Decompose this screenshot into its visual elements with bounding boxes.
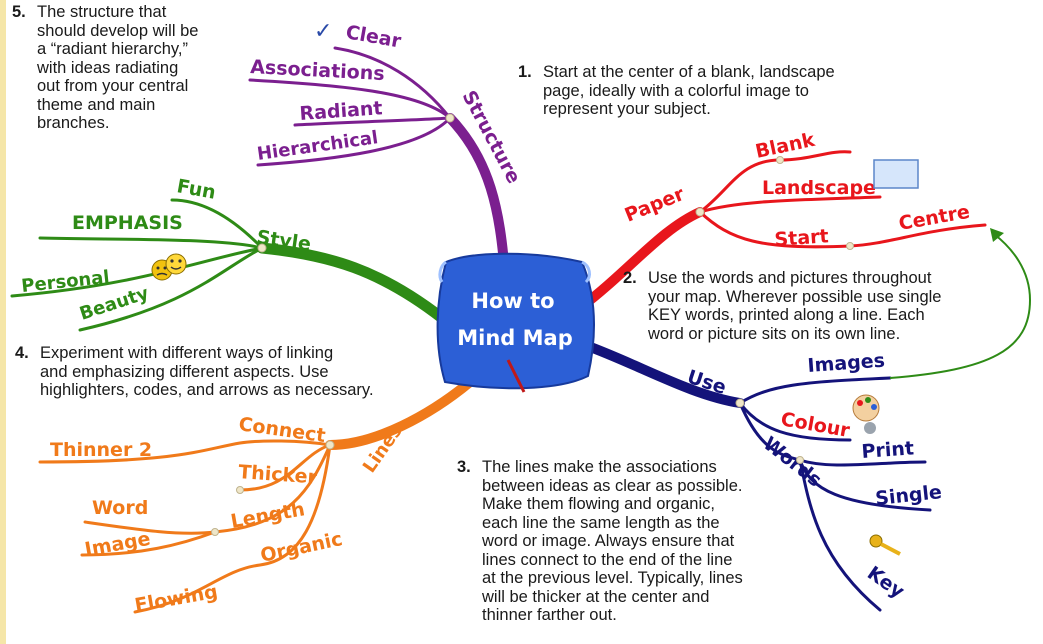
use-item-print: Print: [861, 437, 915, 463]
note-2-text: Use the words and pictures throughout yo…: [648, 269, 942, 343]
structure-sub-lines: [248, 46, 452, 167]
branch-style-line: [256, 242, 448, 324]
note-1-number: 1.: [518, 63, 532, 81]
central-title-line-2: Mind Map: [457, 326, 573, 350]
branch-paper-line: [575, 207, 705, 313]
lines-item-word: Word: [92, 497, 148, 519]
central-title-line-1: How to: [471, 289, 554, 313]
use-item-single: Single: [874, 481, 943, 510]
note-4-number: 4.: [15, 344, 29, 362]
paper-sub-lines: [698, 150, 987, 249]
style-item-emphasis: EMPHASIS: [72, 212, 183, 234]
key-icon: [869, 534, 901, 556]
link-arrowhead: [990, 228, 1004, 242]
branch-structure-line: [445, 113, 510, 280]
lines-item-thinner: Thinner 2: [50, 439, 152, 461]
style-item-personal: Personal: [20, 267, 110, 297]
paper-item-start: Start: [774, 225, 829, 251]
structure-item-clear: Clear: [344, 21, 403, 52]
branch-use-line: [580, 340, 745, 408]
lines-item-image: Image: [83, 528, 152, 561]
note-3-number: 3.: [457, 458, 471, 476]
note-1-text: Start at the center of a blank, landscap…: [543, 63, 835, 118]
use-item-images: Images: [807, 350, 886, 377]
lines-item-thicker: Thicker: [238, 461, 319, 488]
lines-item-flowing: Flowing: [133, 581, 219, 617]
note-3-text: The lines make the associations between …: [482, 458, 743, 624]
note-2: 2. Use the words and pictures throughout…: [623, 269, 998, 343]
note-2-number: 2.: [623, 269, 637, 287]
paper-item-centre: Centre: [897, 201, 971, 235]
central-image: [436, 252, 596, 393]
left-edge-strip: [0, 0, 6, 644]
note-1: 1. Start at the center of a blank, lands…: [518, 63, 903, 119]
note-4-text: Experiment with different ways of linkin…: [40, 344, 374, 399]
link-arrow: [889, 233, 1032, 379]
palette-icon: [852, 394, 880, 434]
checkmark-icon: ✓: [314, 19, 332, 44]
note-4: 4. Experiment with different ways of lin…: [15, 344, 440, 400]
junction-dots: [211, 113, 854, 536]
landscape-page-icon: [873, 159, 919, 189]
branch-label-lines: Lines: [359, 421, 407, 477]
lines-item-organic: Organic: [258, 528, 344, 567]
note-5-text: The structure that should develop will b…: [37, 3, 199, 132]
branch-lines-line: [325, 377, 475, 450]
lines-sub-lines: [38, 439, 332, 614]
smiley-icons: [151, 253, 187, 281]
lines-item-length: Length: [229, 498, 306, 533]
note-3: 3. The lines make the associations betwe…: [457, 458, 792, 625]
paper-item-landscape: Landscape: [762, 177, 876, 199]
use-item-key: Key: [863, 562, 909, 603]
note-5-number: 5.: [12, 3, 26, 21]
pencil-icon: [506, 359, 526, 393]
note-5: 5. The structure that should develop wil…: [12, 3, 237, 133]
